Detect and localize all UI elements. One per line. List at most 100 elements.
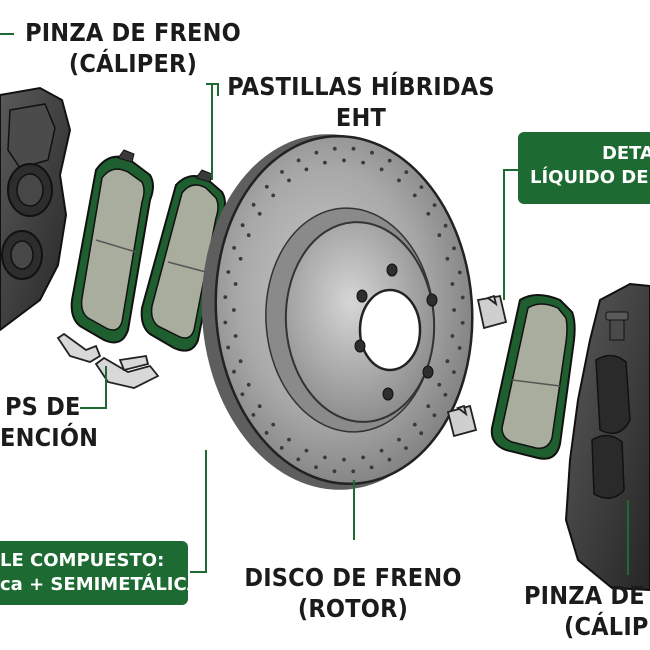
- drill-hole: [314, 150, 319, 155]
- label-hybrid-pads-line2: EHT: [335, 103, 387, 132]
- drill-hole: [296, 457, 301, 462]
- drill-hole: [460, 295, 465, 300]
- drill-hole: [426, 404, 431, 409]
- label-retaining-clips-line2: ENCIÓN: [0, 423, 99, 452]
- drill-hole: [419, 431, 424, 436]
- rotor-lug-holes: [354, 263, 438, 401]
- drill-hole: [426, 211, 431, 216]
- drill-hole: [361, 455, 365, 460]
- drill-hole: [314, 465, 318, 470]
- badge-fluid-detail-line1: DETA: [601, 143, 650, 164]
- drill-hole: [232, 308, 236, 312]
- label-caliper-left-line2: (CÁLIPER): [68, 49, 198, 78]
- drill-hole: [397, 178, 401, 183]
- leader-clips: [80, 366, 107, 409]
- drill-hole: [404, 446, 408, 450]
- label-caliper-left-line1: PINZA DE FRENO: [25, 18, 241, 47]
- drill-hole: [226, 345, 231, 350]
- leader-pads: [206, 83, 219, 180]
- drill-hole: [412, 422, 417, 427]
- drill-hole: [251, 202, 256, 207]
- drill-hole: [412, 193, 417, 198]
- drill-hole: [238, 359, 243, 364]
- badge-compound-line1: LE COMPUESTO:: [0, 550, 165, 571]
- leader-compound: [190, 450, 207, 573]
- label-rotor-line1: DISCO DE FRENO: [244, 563, 462, 592]
- drill-hole: [370, 150, 374, 155]
- drill-hole: [342, 158, 346, 163]
- drill-hole: [452, 246, 456, 251]
- drill-hole: [387, 457, 392, 462]
- badge-fluid-detail-line2: LÍQUIDO DE: [530, 167, 649, 188]
- drill-hole: [445, 359, 450, 364]
- leader-lines: [0, 33, 629, 575]
- rotor-drill-holes: [223, 146, 465, 474]
- drill-hole: [351, 146, 356, 151]
- drill-hole: [387, 158, 392, 163]
- drill-hole: [452, 308, 456, 312]
- drill-hole: [404, 170, 409, 175]
- drill-hole: [379, 448, 384, 453]
- drill-hole: [223, 320, 228, 325]
- drill-hole: [437, 233, 442, 238]
- drill-hole: [223, 295, 228, 299]
- right-pad-clips: [446, 294, 508, 438]
- drill-hole: [233, 282, 238, 286]
- drill-hole: [304, 167, 309, 172]
- drill-hole: [450, 334, 455, 338]
- badge-compound-line2: ca + SEMIMETÁLICA: [0, 574, 188, 595]
- drill-hole: [361, 160, 365, 165]
- badge-fluid-detail: DETA LÍQUIDO DE: [518, 132, 650, 204]
- label-hybrid-pads: PASTILLAS HÍBRIDAS EHT: [226, 71, 496, 133]
- drill-hole: [264, 184, 269, 189]
- drill-hole: [332, 469, 337, 474]
- label-rotor-line2: (ROTOR): [297, 594, 409, 623]
- drill-hole: [323, 160, 327, 165]
- drill-hole: [226, 270, 231, 274]
- drill-hole: [397, 437, 401, 442]
- drill-hole: [443, 392, 448, 397]
- drill-hole: [342, 457, 346, 462]
- drill-hole: [332, 146, 337, 151]
- retaining-clips: [56, 332, 160, 389]
- drill-hole: [419, 185, 424, 190]
- brake-pad-outer: [70, 149, 154, 344]
- drill-hole: [271, 422, 276, 427]
- drill-hole: [264, 431, 269, 435]
- drill-hole: [460, 321, 465, 325]
- drill-hole: [257, 404, 262, 409]
- drill-hole: [232, 246, 237, 250]
- drill-hole: [304, 448, 309, 453]
- drill-hole: [287, 178, 291, 183]
- drill-hole: [457, 346, 462, 350]
- drill-hole: [238, 256, 243, 261]
- drill-hole: [432, 203, 437, 208]
- drill-hole: [379, 167, 384, 172]
- drill-hole: [443, 223, 448, 228]
- brake-pad-right: [490, 294, 576, 460]
- drill-hole: [279, 446, 284, 450]
- drill-hole: [257, 211, 262, 216]
- drill-hole: [232, 369, 236, 374]
- drill-hole: [445, 256, 450, 261]
- label-rotor: DISCO DE FRENO (ROTOR): [240, 562, 466, 624]
- label-caliper-left: PINZA DE FRENO (CÁLIPER): [18, 17, 248, 79]
- drill-hole: [251, 413, 256, 417]
- label-caliper-right: PINZA DE F (CÁLIP: [524, 580, 650, 642]
- drill-hole: [369, 465, 374, 470]
- label-caliper-right-line1: PINZA DE F: [524, 581, 650, 610]
- drill-hole: [437, 382, 442, 387]
- drill-hole: [351, 469, 356, 474]
- drill-hole: [287, 437, 291, 442]
- drill-hole: [246, 382, 251, 387]
- drill-hole: [246, 233, 251, 238]
- label-caliper-right-line2: (CÁLIP: [564, 612, 649, 641]
- drill-hole: [271, 193, 276, 198]
- drill-hole: [233, 334, 238, 338]
- badge-compound: LE COMPUESTO: ca + SEMIMETÁLICA: [0, 541, 188, 605]
- brake-rotor: [201, 134, 474, 490]
- drill-hole: [240, 392, 245, 397]
- drill-hole: [450, 282, 455, 286]
- left-caliper: [0, 86, 72, 332]
